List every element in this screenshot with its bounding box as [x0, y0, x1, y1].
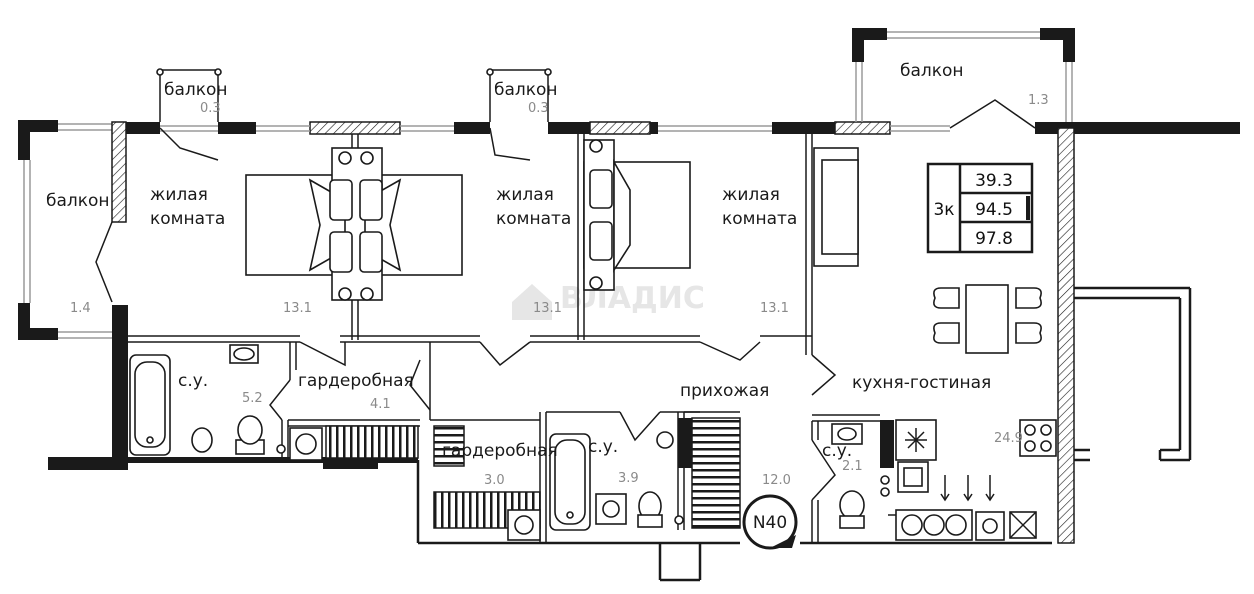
area-bath3: 2.1	[842, 459, 863, 474]
small-balconies	[156, 68, 552, 122]
area-balcony-2: 0.3	[528, 101, 549, 116]
dining-table	[933, 284, 1042, 354]
label-balcony-left: балкон	[46, 191, 110, 211]
hall-shelf	[691, 417, 741, 529]
area-labels: 1.4 0.3 0.3 1.3 13.1 13.1 13.1 5.2 4.1 3…	[70, 93, 1049, 488]
area-living3: 13.1	[760, 301, 789, 316]
area-balcony-1: 0.3	[200, 101, 221, 116]
label-living2-line1: жилая	[496, 185, 554, 205]
label-balcony-right: балкон	[900, 61, 964, 81]
area-bath1: 5.2	[242, 391, 263, 406]
bed-right	[583, 139, 691, 291]
wardrobe1-shelf	[325, 425, 419, 459]
area-bath2: 3.9	[618, 471, 639, 486]
bed-left	[245, 147, 463, 301]
label-living1-line2: комната	[150, 209, 225, 229]
doors	[95, 99, 1036, 501]
apartment-number-badge: N40	[742, 494, 798, 550]
label-kitchen: кухня-гостиная	[852, 373, 991, 393]
label-bath1: с.у.	[178, 371, 208, 391]
label-living1-line1: жилая	[150, 185, 208, 205]
bath1-fixtures	[129, 344, 323, 461]
rooms-count: 3к	[933, 200, 954, 220]
label-balcony-2: балкон	[494, 80, 558, 100]
balcony-left	[18, 120, 112, 340]
label-bath2: с.у.	[588, 437, 618, 457]
area-wardrobe2: 3.0	[484, 473, 505, 488]
label-hall: прихожая	[680, 381, 769, 401]
total-with-balcony-value: 97.8	[975, 229, 1013, 249]
bath2-fixtures	[507, 431, 684, 541]
wardrobe2-shelf-v	[433, 425, 465, 467]
outer-walls	[48, 121, 1240, 582]
watermark-text: ВЛАДИС	[560, 281, 705, 316]
area-wardrobe1: 4.1	[370, 397, 391, 412]
area-living1: 13.1	[283, 301, 312, 316]
label-wardrobe2: гардеробная	[442, 441, 558, 461]
apartment-number: N40	[753, 513, 787, 533]
kitchen-units	[888, 419, 1057, 541]
label-bath3: с.у.	[822, 441, 852, 461]
area-balcony-right: 1.3	[1028, 93, 1049, 108]
summary-table: 3к 39.3 94.5 97.8	[926, 162, 1034, 254]
area-balcony-left: 1.4	[70, 301, 91, 316]
bath3-fixtures	[831, 423, 890, 529]
label-balcony-1: балкон	[164, 80, 228, 100]
area-kitchen: 24.9	[994, 431, 1023, 446]
balcony-right	[852, 28, 1075, 122]
living-area-value: 39.3	[975, 171, 1013, 191]
total-area-value: 94.5	[975, 200, 1013, 220]
area-living2: 13.1	[533, 301, 562, 316]
label-living3-line1: жилая	[722, 185, 780, 205]
sofa	[813, 147, 859, 267]
room-labels: балкон балкон балкон балкон жилая комнат…	[46, 61, 991, 461]
area-hall: 12.0	[762, 473, 791, 488]
label-living3-line2: комната	[722, 209, 797, 229]
label-wardrobe1: гардеробная	[298, 371, 414, 391]
label-living2-line2: комната	[496, 209, 571, 229]
